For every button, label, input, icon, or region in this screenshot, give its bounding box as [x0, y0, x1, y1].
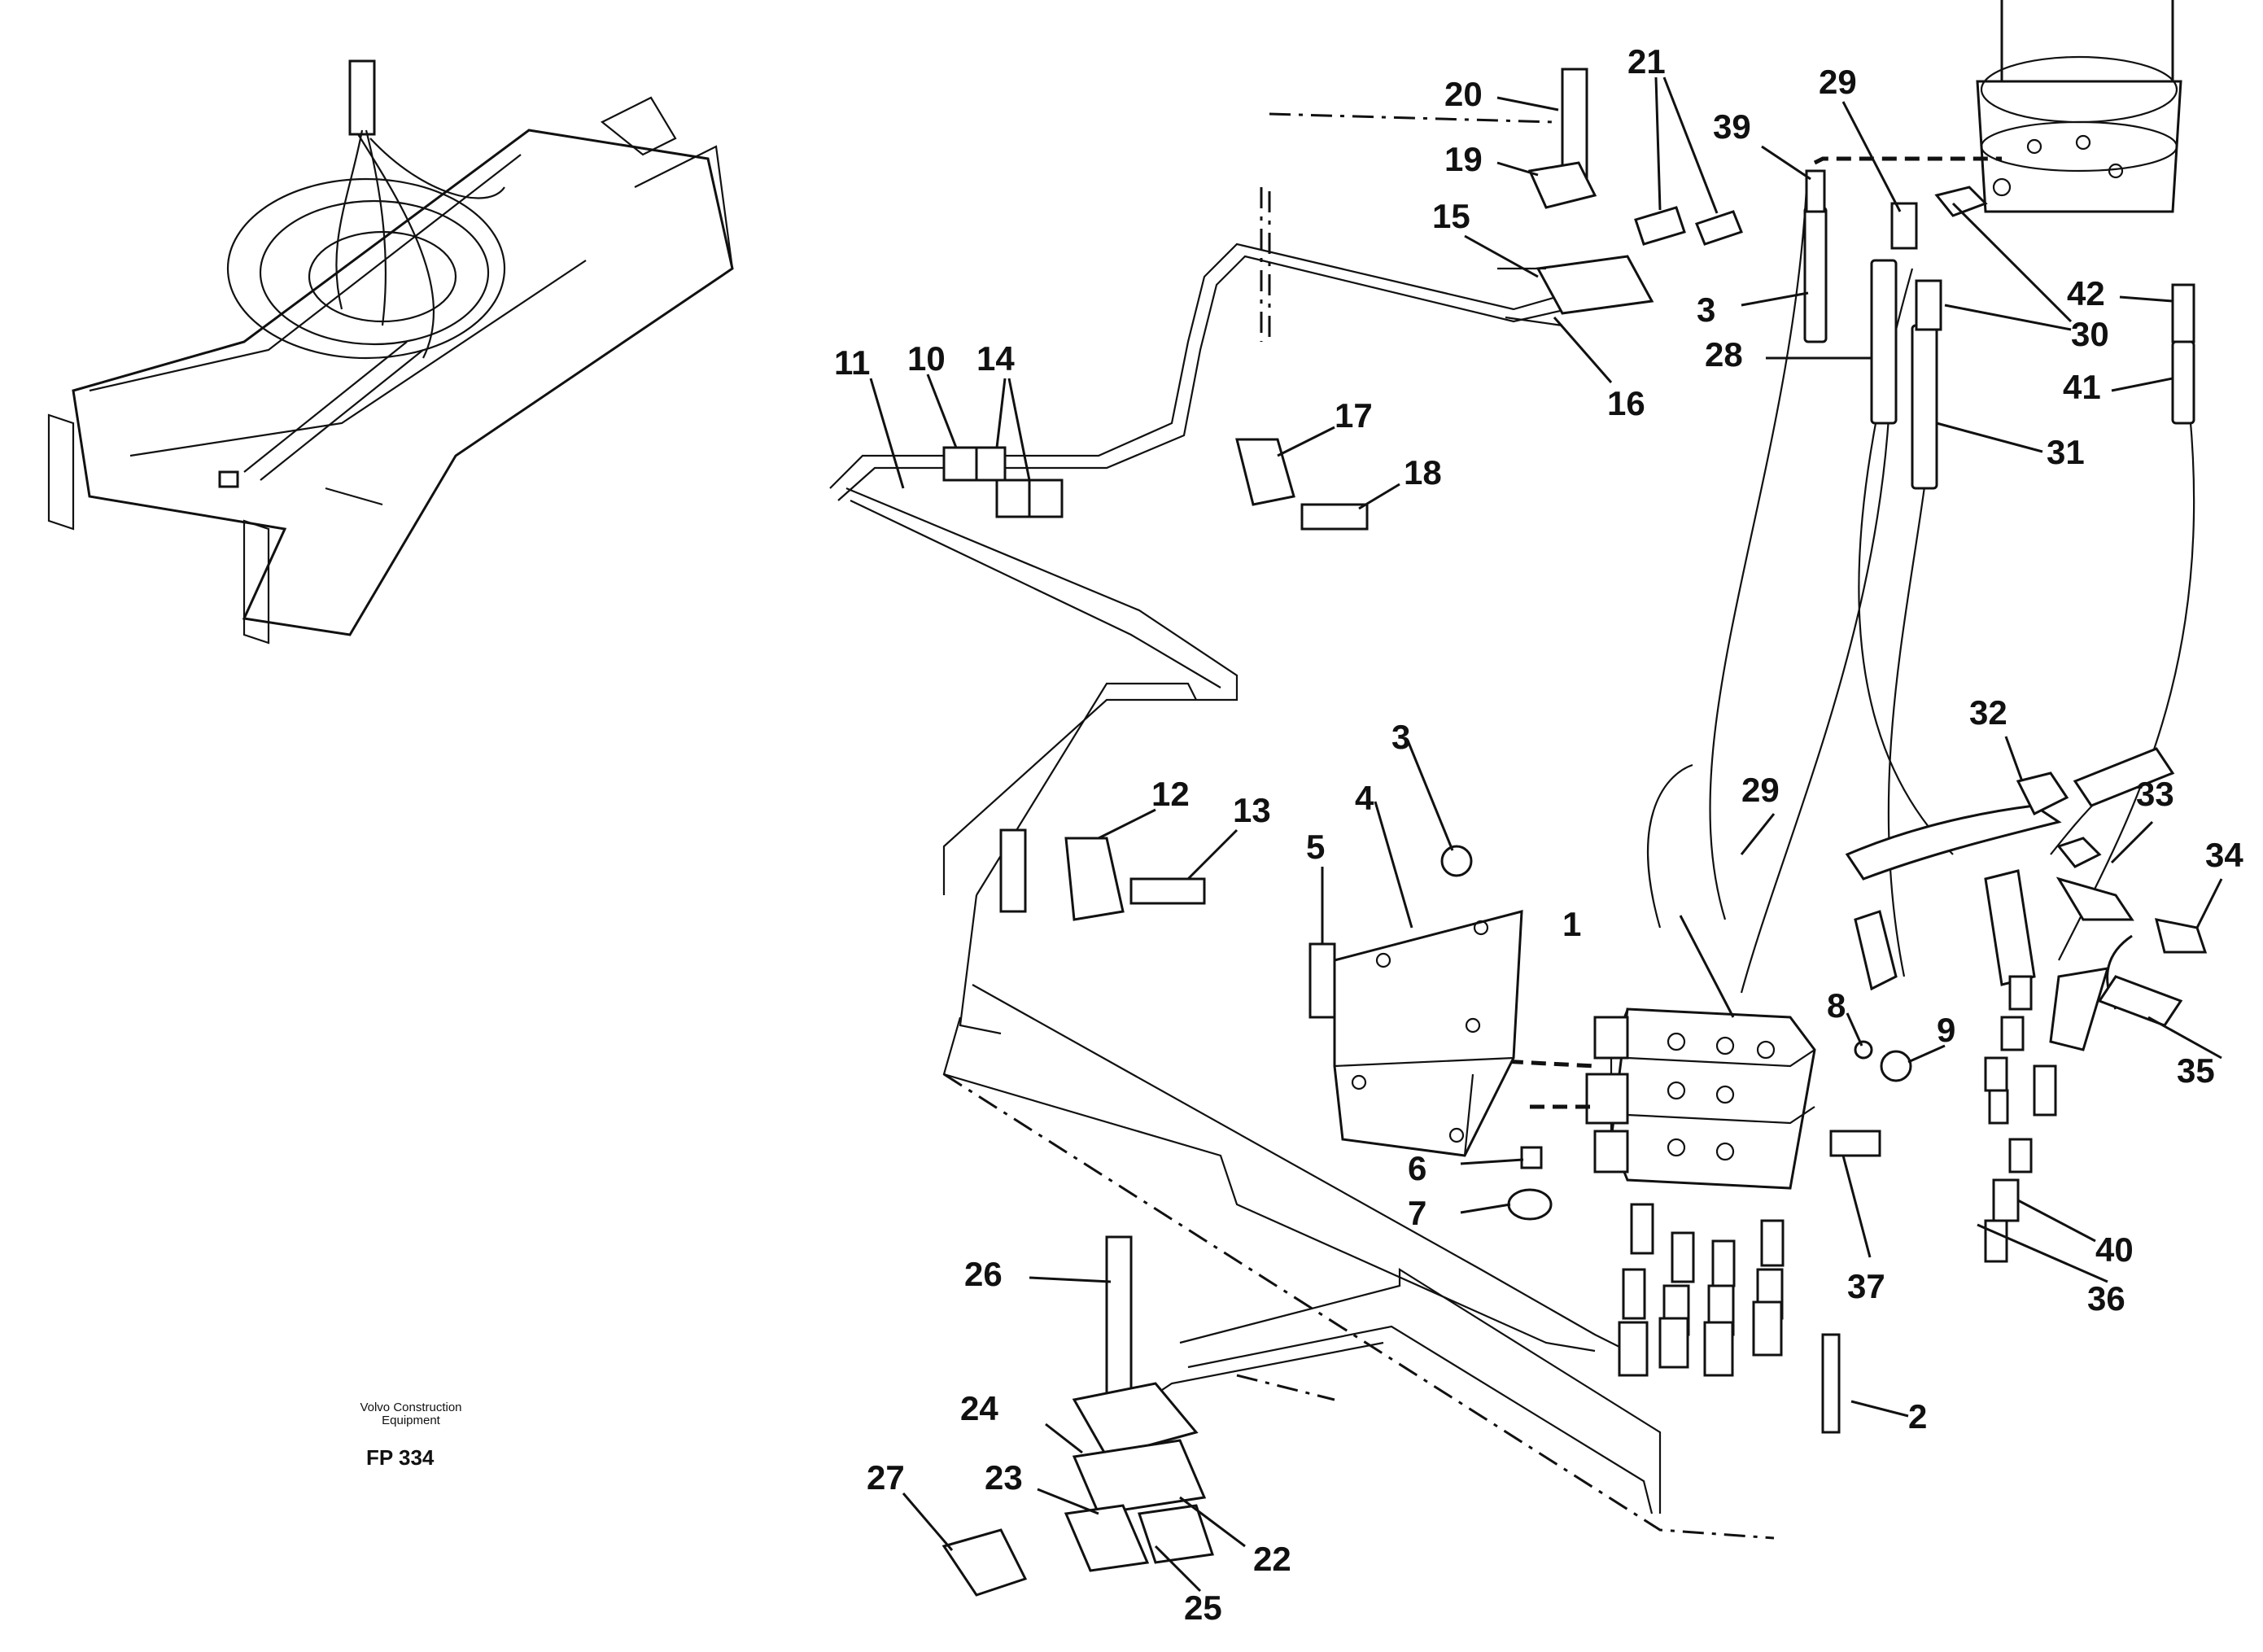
- callout-5: 5: [1306, 828, 1325, 866]
- callout-33: 33: [2136, 775, 2174, 813]
- callout-40: 40: [2095, 1230, 2134, 1269]
- callout-4: 4: [1355, 779, 1374, 817]
- brand-caption: Volvo Construction Equipment: [360, 1401, 462, 1427]
- callout-3-hose: 3: [1697, 291, 1715, 329]
- callout-30: 30: [2071, 315, 2109, 353]
- callout-39: 39: [1713, 107, 1751, 146]
- callout-8: 8: [1827, 986, 1846, 1025]
- callout-28: 28: [1705, 335, 1743, 374]
- leader-lines: [869, 76, 2223, 1593]
- callout-21: 21: [1627, 42, 1666, 81]
- swivel-cylinder: [1976, 0, 2182, 213]
- callout-labels: 1 2 3 3 4 5 6 7 8 9 10 11 12 13 14 15 16…: [834, 42, 2243, 1627]
- callout-41: 41: [2063, 368, 2101, 406]
- callout-23: 23: [985, 1458, 1023, 1497]
- callout-13: 13: [1233, 791, 1271, 829]
- callout-29-top: 29: [1819, 63, 1857, 101]
- pipe-routes: [829, 112, 1775, 1540]
- callout-29-mid: 29: [1741, 771, 1780, 809]
- callout-15: 15: [1432, 197, 1470, 235]
- machine-overview-illustration: [47, 59, 734, 645]
- hoses: [1647, 156, 2208, 1263]
- callout-3-nut: 3: [1391, 718, 1410, 756]
- callout-12: 12: [1151, 775, 1190, 813]
- callout-24: 24: [960, 1389, 998, 1427]
- callout-6: 6: [1408, 1149, 1426, 1187]
- callout-35: 35: [2177, 1051, 2215, 1090]
- callout-37: 37: [1847, 1267, 1885, 1305]
- callout-16: 16: [1607, 384, 1645, 422]
- valve-outlet-fittings: [1618, 1203, 1841, 1434]
- callout-42: 42: [2067, 274, 2105, 312]
- callout-18: 18: [1404, 453, 1442, 492]
- callout-9: 9: [1937, 1011, 1955, 1049]
- callout-2: 2: [1908, 1397, 1927, 1436]
- figure-code: FP 334: [366, 1445, 435, 1470]
- callout-17: 17: [1335, 396, 1373, 435]
- cover-plate: [1333, 910, 1523, 1157]
- callout-36: 36: [2087, 1279, 2125, 1318]
- callout-27: 27: [867, 1458, 905, 1497]
- valve-block: [1439, 1007, 1816, 1190]
- clamps-and-bolts: [941, 68, 1912, 1597]
- callout-22: 22: [1253, 1540, 1291, 1578]
- callout-11: 11: [834, 343, 870, 382]
- callout-20: 20: [1444, 75, 1483, 113]
- callout-14: 14: [976, 339, 1015, 378]
- callout-31: 31: [2047, 433, 2085, 471]
- callout-32: 32: [1969, 693, 2007, 732]
- callout-19: 19: [1444, 140, 1483, 178]
- callout-26: 26: [964, 1255, 1003, 1293]
- callout-1: 1: [1562, 905, 1581, 943]
- callout-25: 25: [1184, 1589, 1222, 1627]
- callout-7: 7: [1408, 1194, 1426, 1232]
- callout-10: 10: [907, 339, 946, 378]
- callout-34: 34: [2205, 836, 2243, 874]
